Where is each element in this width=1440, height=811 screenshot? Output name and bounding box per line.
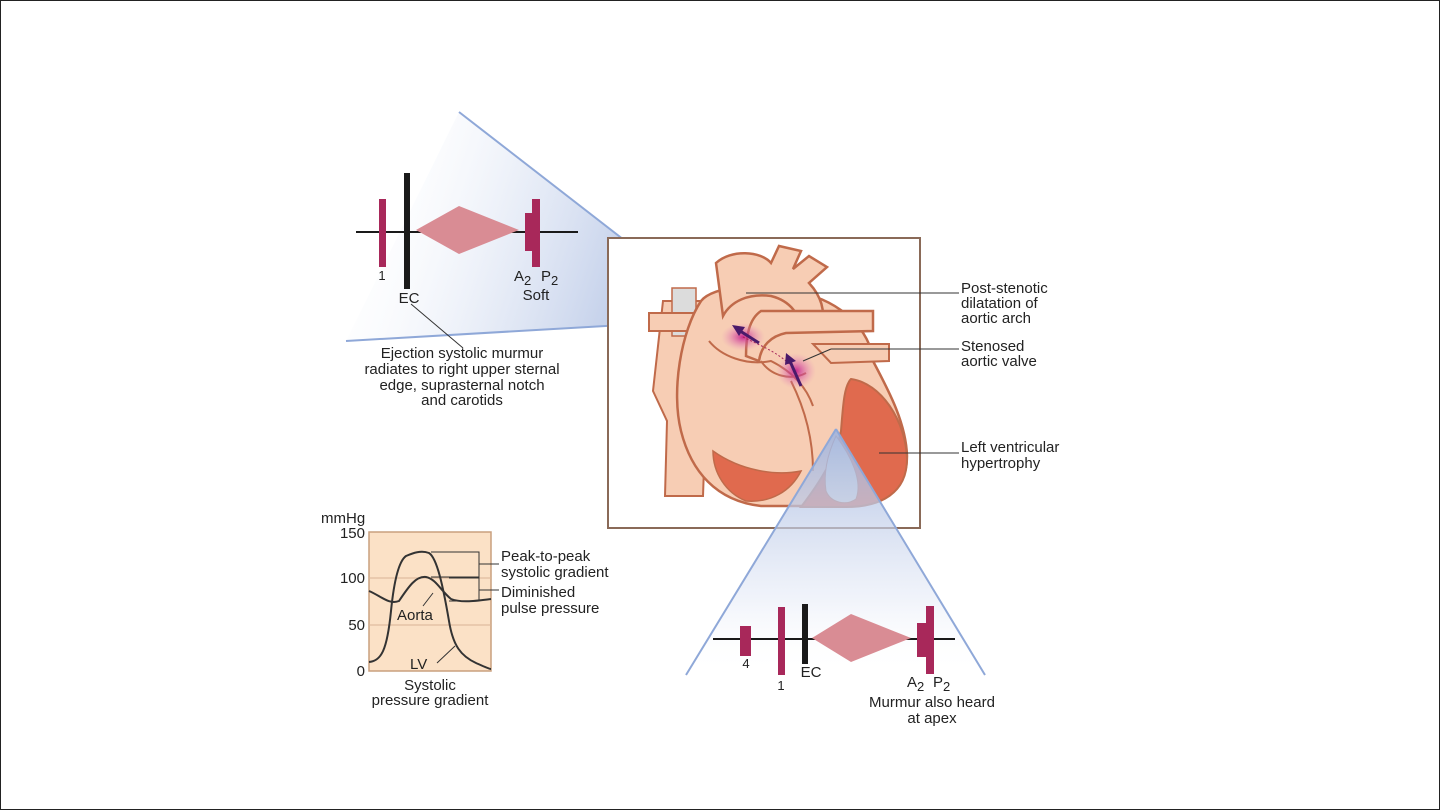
bottom-cone-edge-right	[835, 428, 986, 676]
post-stenotic-line-3: aortic arch	[961, 310, 1031, 327]
top-caption: Ejection systolic murmur radiates to rig…	[364, 345, 559, 409]
bottom-p2-label: P2	[933, 674, 950, 694]
bottom-s4-bar	[740, 626, 751, 656]
bottom-caption: Murmur also heard at apex	[869, 694, 995, 727]
bottom-phonocardiogram: 4 1 EC A2 P2	[713, 604, 955, 694]
top-ec-label: EC	[399, 290, 420, 307]
top-a2-label: A2	[514, 268, 531, 288]
lvh-line-2: hypertrophy	[961, 455, 1041, 472]
bottom-s4-label: 4	[742, 656, 749, 671]
pulse-label-line-1: Diminished	[501, 584, 575, 601]
interventricular-septum	[790, 380, 814, 472]
bottom-p2-bar	[926, 606, 934, 674]
aorta-label: Aorta	[397, 607, 434, 624]
flow-arrowhead-lower	[785, 353, 796, 365]
graph-caption-line-2: pressure gradient	[372, 692, 490, 709]
flow-arrow-lower	[787, 358, 803, 387]
top-caption-line-1: Ejection systolic murmur	[381, 345, 544, 362]
tick-0: 0	[357, 663, 365, 680]
bottom-cone-edge-left	[685, 428, 837, 676]
top-soft-label: Soft	[523, 287, 551, 304]
aortic-root	[708, 340, 814, 407]
tick-50: 50	[348, 617, 365, 634]
lv-pointer	[436, 645, 456, 664]
bottom-caption-line-2: at apex	[907, 710, 957, 727]
lvh-line-1: Left ventricular	[961, 439, 1059, 456]
peak-label-line-1: Peak-to-peak	[501, 548, 591, 565]
graph-unit-label: mmHg	[321, 510, 365, 527]
top-caption-leader	[410, 303, 464, 349]
top-ejection-click-bar	[404, 173, 410, 289]
bottom-s1-label: 1	[777, 678, 784, 693]
leader-stenosed-valve	[802, 348, 832, 362]
pulmonary-artery	[744, 309, 875, 363]
top-p2-bar	[532, 199, 540, 267]
top-s1-bar	[379, 199, 386, 267]
heart-labels: Post-stenotic dilatation of aortic arch …	[961, 280, 1059, 472]
aorta-pointer	[422, 592, 434, 607]
top-p2-label: P2	[541, 268, 558, 288]
right-ventricle-wall	[712, 449, 803, 502]
top-murmur-diamond	[416, 206, 519, 254]
top-caption-line-3: edge, suprasternal notch	[379, 377, 544, 394]
bottom-ejection-click-bar	[802, 604, 808, 664]
bottom-murmur-diamond	[812, 614, 911, 662]
pulse-label-line-2: pulse pressure	[501, 600, 599, 617]
bottom-auscultation-cone	[686, 429, 985, 675]
tick-150: 150	[340, 525, 365, 542]
post-stenotic-line-2: dilatation of	[961, 295, 1039, 312]
top-caption-line-2: radiates to right upper sternal	[364, 361, 559, 378]
lv-pressure-curve	[368, 550, 492, 670]
post-stenotic-line-1: Post-stenotic	[961, 280, 1048, 297]
bottom-ec-label: EC	[801, 664, 822, 681]
top-phonocardiogram: 1 EC A2 P2 Soft	[356, 173, 578, 307]
top-s1-label: 1	[378, 268, 385, 283]
lv-label: LV	[410, 656, 427, 673]
bottom-caption-line-1: Murmur also heard	[869, 694, 995, 711]
stenosed-line-2: aortic valve	[961, 353, 1037, 370]
pressure-graph: mmHg 150 100 50 0 Aorta LV Peak-to-peak …	[321, 510, 609, 709]
top-caption-line-4: and carotids	[421, 392, 503, 409]
bottom-s1-bar	[778, 607, 785, 675]
stenosed-line-1: Stenosed	[961, 338, 1024, 355]
top-a2-bar	[525, 213, 532, 251]
tick-100: 100	[340, 570, 365, 587]
flow-arrowhead-upper	[732, 325, 745, 336]
bottom-a2-bar	[917, 623, 926, 657]
bottom-a2-label: A2	[907, 674, 924, 694]
peak-label-line-2: systolic gradient	[501, 564, 609, 581]
graph-caption-line-1: Systolic	[404, 677, 456, 694]
